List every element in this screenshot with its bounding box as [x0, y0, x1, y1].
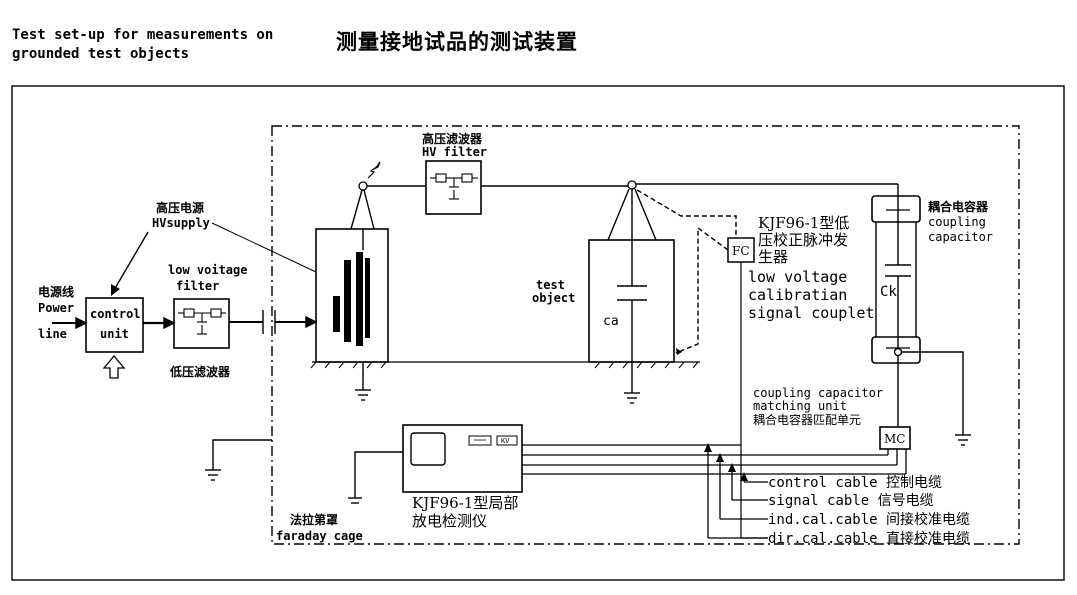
mc-box — [879, 426, 911, 450]
lv-cal-line-1: low voltage — [748, 268, 847, 286]
hv-supply-en: HVsupply — [152, 216, 210, 230]
control-unit-box — [85, 297, 144, 353]
hv-terminal-node — [358, 181, 368, 191]
hv-filter-en: HV filter — [422, 145, 487, 159]
ground-hatch — [310, 361, 699, 369]
cable-ind-label: ind.cal.cable 间接校准电缆 — [768, 511, 970, 528]
lv-filter-symbol — [178, 308, 226, 335]
faraday-cage-en: faraday cage — [276, 529, 363, 543]
transformer-lead-r — [363, 189, 375, 230]
cable-dir-label: dir.cal.cable 直接校准电缆 — [768, 530, 970, 547]
hv-supply-arrowhead — [111, 284, 120, 296]
control-unit-label-1: control — [90, 307, 141, 321]
title-line-1: Test set-up for measurements on — [12, 27, 274, 43]
pd-detector-label-2: 放电检测仪 — [412, 512, 487, 530]
pd-detector-screen — [410, 432, 446, 466]
kv-meter — [496, 435, 518, 446]
pd-detector-meter — [468, 435, 492, 446]
calibration-dashed-line-bottom — [675, 226, 729, 354]
hv-supply-pointer — [113, 231, 149, 291]
power-line-arrow — [52, 316, 88, 330]
lv-cal-line-3: signal couplet — [748, 304, 874, 322]
coupling-en-1: coupling — [928, 215, 986, 229]
pd-detector-box — [402, 424, 523, 493]
cable-signal-label: signal cable 信号电缆 — [768, 493, 934, 509]
transformer-lead-l — [350, 189, 363, 230]
hv-supply-leader — [211, 222, 317, 273]
test-object-label-1: test — [536, 278, 565, 292]
power-line-en1: Power — [38, 301, 74, 315]
lv-cal-line-2: calibratian — [748, 286, 847, 304]
transformer-windings — [333, 252, 370, 346]
mc-label: MC — [884, 432, 905, 446]
power-line-en2: line — [38, 327, 67, 341]
test-object-terminal — [627, 180, 637, 190]
ground-symbol-transformer — [355, 362, 371, 401]
control-unit-label-2: unit — [100, 327, 129, 341]
ck-label: Ck — [880, 284, 897, 300]
ccmu-line-3: 耦合电容器匹配单元 — [753, 412, 861, 427]
coupling-capacitor — [871, 184, 971, 446]
lv-filter-en2: filter — [176, 279, 219, 293]
kjf-low-line-2: 压校正脉冲发 — [758, 231, 848, 249]
ground-symbol-pd — [348, 451, 403, 504]
ground-symbol-test-object — [624, 392, 640, 404]
title-line-2: grounded test objects — [12, 46, 190, 62]
test-object-label-2: object — [532, 291, 575, 305]
hv-filter-cn: 高压滤波器 — [422, 131, 483, 146]
kjf-low-line-3: 生器 — [758, 248, 788, 266]
hv-supply-cn: 高压电源 — [156, 200, 204, 215]
cable-arrows — [704, 443, 748, 481]
fc-label: FC — [732, 244, 750, 258]
discharge-spark-icon — [367, 161, 381, 179]
coupling-en-2: capacitor — [928, 230, 993, 244]
title-chinese: 测量接地试品的测试装置 — [336, 29, 578, 54]
faraday-cage-cn: 法拉第罩 — [290, 512, 338, 527]
ground-symbol-cage — [205, 439, 272, 481]
ccmu-line-1: coupling capacitor — [753, 386, 883, 400]
title-english: Test set-up for measurements on grounded… — [12, 26, 273, 64]
hv-filter-box — [425, 160, 482, 215]
kjf-low-line-1: KJF96-1型低 — [758, 214, 849, 232]
coupling-cn: 耦合电容器 — [928, 199, 989, 214]
lv-filter-box — [173, 298, 230, 349]
lv-filter-cn: 低压滤波器 — [169, 364, 231, 379]
hv-transformer-box — [315, 228, 389, 363]
calibration-dashed-line-top — [636, 189, 737, 238]
cable-bundle — [522, 444, 907, 539]
input-arrow-icon — [102, 354, 126, 379]
pd-detector-label-1: KJF96-1型局部 — [412, 494, 518, 512]
faraday-cage-boundary — [271, 125, 1020, 545]
ca-label: ca — [603, 314, 619, 329]
hv-filter-symbol — [430, 173, 478, 200]
power-line-cn: 电源线 — [38, 284, 74, 299]
kv-label: KV — [501, 437, 510, 445]
ccmu-line-2: matching unit — [753, 399, 847, 413]
lv-filter-en1: low voitage — [168, 263, 247, 277]
outer-frame — [11, 85, 1065, 581]
cable-control-label: control cable 控制电缆 — [768, 475, 942, 491]
